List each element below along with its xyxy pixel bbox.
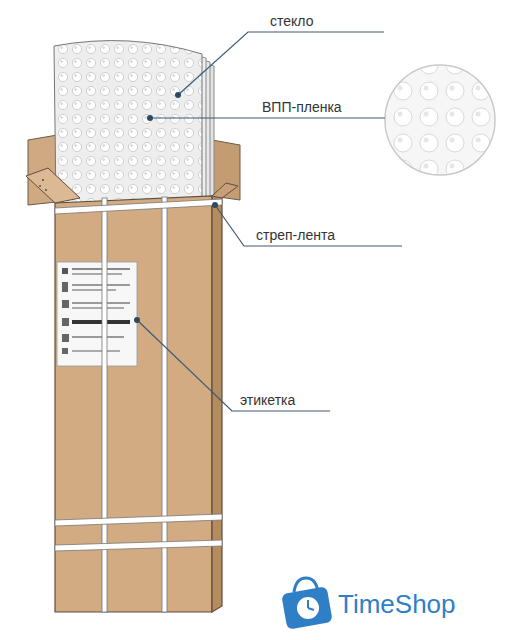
- leader-dot: [134, 92, 218, 323]
- callout-label: стреп-лента: [256, 227, 335, 243]
- glass-sheets: [54, 41, 214, 205]
- box-flap: [212, 183, 238, 198]
- callout-label: стекло: [270, 13, 313, 29]
- watermark-logo: TimeShop: [338, 590, 456, 620]
- box-flap: [26, 168, 80, 203]
- leader-line: [137, 32, 402, 411]
- logo-icon: [281, 578, 333, 630]
- bubble-wrap-magnifier: [385, 65, 495, 175]
- box-flap: [212, 140, 240, 200]
- callout-label: этикетка: [240, 392, 295, 408]
- cardboard-box-side: [212, 190, 222, 612]
- strap-tape: [55, 197, 222, 612]
- label-sticker: [57, 262, 137, 366]
- callout-label: ВПП-пленка: [262, 99, 342, 115]
